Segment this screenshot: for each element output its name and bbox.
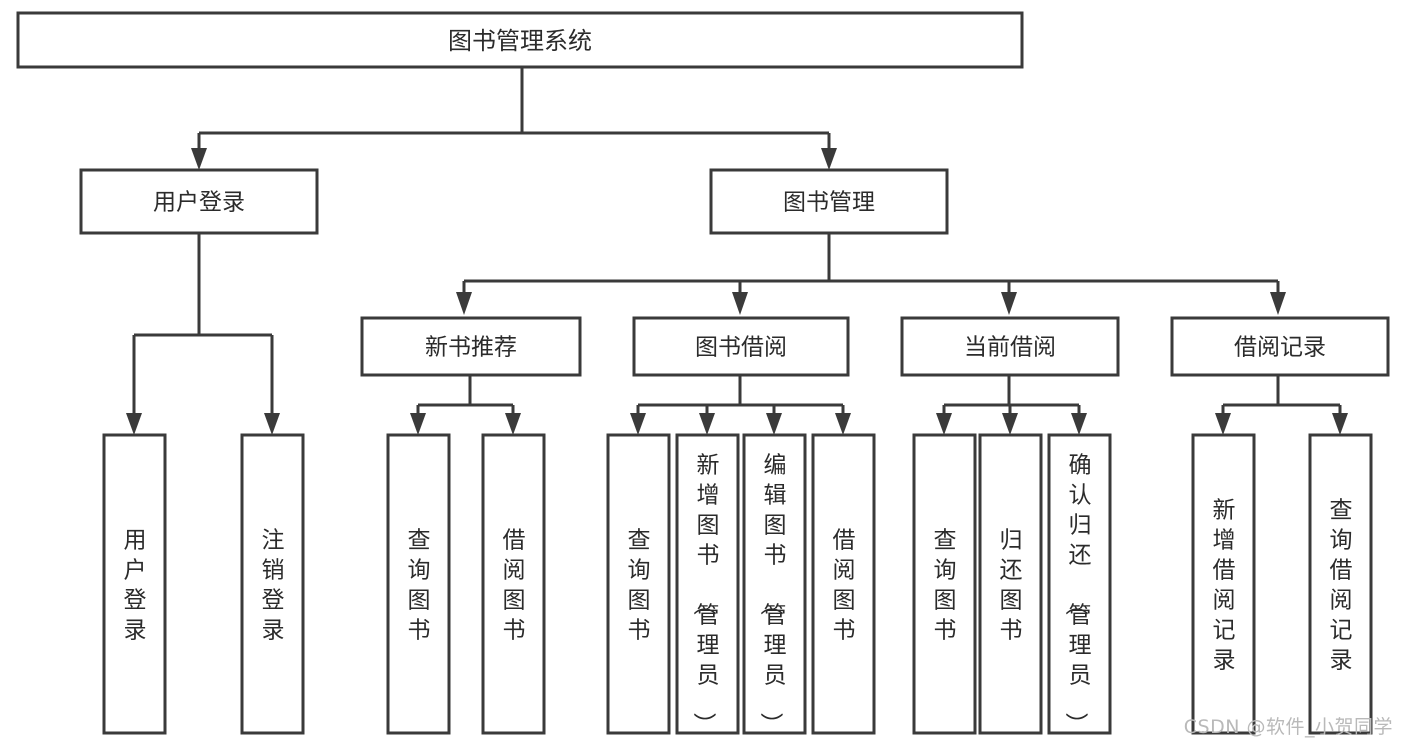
leaf-label-borrow-borrow-book: 借阅图书 — [833, 527, 856, 643]
arrowhead-book-borrow — [732, 292, 748, 315]
leaf-box-recommend-borrow-book[interactable] — [481, 433, 546, 735]
node-user-login[interactable]: 用户登录 — [79, 168, 319, 235]
arrowhead-current-leaf-1 — [936, 413, 952, 435]
new-book-recommend-label: 新书推荐 — [425, 335, 517, 361]
leaf-box-user-login[interactable] — [102, 433, 167, 735]
arrowhead-leaf-user-login — [126, 413, 142, 435]
leaf-node[interactable]: 借阅图书 — [811, 433, 876, 735]
leaf-node[interactable]: 查询图书 — [912, 433, 977, 735]
arrowhead-borrow-leaf-4 — [835, 413, 851, 435]
arrowhead-recommend-leaf-1 — [410, 413, 426, 435]
leaf-label-borrow-add-book: 新增图书（管理员） — [691, 452, 720, 735]
new-book-recommend-box[interactable] — [360, 316, 582, 377]
leaf-box-recommend-query-book[interactable] — [386, 433, 451, 735]
node-borrow-record[interactable]: 借阅记录 — [1170, 316, 1390, 377]
leaf-node[interactable]: 用户登录 — [102, 433, 167, 735]
arrowhead-current-leaf-3 — [1071, 413, 1087, 435]
arrowhead-current-borrow — [1001, 292, 1017, 315]
root-label: 图书管理系统 — [448, 27, 592, 55]
leaf-label-record-query-record: 查询借阅记录 — [1330, 497, 1353, 673]
leaf-node[interactable]: 注销登录 — [240, 433, 305, 735]
node-book-borrow[interactable]: 图书借阅 — [632, 316, 850, 377]
leaf-label-logout-login: 注销登录 — [262, 527, 285, 643]
leaf-label-borrow-query-book: 查询图书 — [628, 527, 651, 643]
leaf-node[interactable]: 编辑图书（管理员） — [742, 433, 807, 735]
leaf-node[interactable]: 查询图书 — [386, 433, 451, 735]
node-new-book-recommend[interactable]: 新书推荐 — [360, 316, 582, 377]
arrowhead-borrow-leaf-3 — [766, 413, 782, 435]
leaf-box-borrow-borrow-book[interactable] — [811, 433, 876, 735]
leaf-box-borrow-edit-book[interactable] — [742, 433, 807, 735]
node-book-manage[interactable]: 图书管理 — [709, 168, 949, 235]
leaf-label-recommend-borrow-book: 借阅图书 — [503, 527, 526, 643]
book-manage-label: 图书管理 — [783, 190, 875, 216]
leaf-box-record-query-record[interactable] — [1308, 433, 1373, 735]
arrowhead-borrow-record — [1270, 292, 1286, 315]
current-borrow-box[interactable] — [900, 316, 1120, 377]
leaf-label-current-return-book: 归还图书 — [1000, 527, 1023, 643]
borrow-record-box[interactable] — [1170, 316, 1390, 377]
book-borrow-label: 图书借阅 — [695, 335, 787, 361]
arrowhead-borrow-leaf-2 — [699, 413, 715, 435]
leaf-node[interactable]: 借阅图书 — [481, 433, 546, 735]
book-manage-box[interactable] — [709, 168, 949, 235]
borrow-record-label: 借阅记录 — [1234, 335, 1326, 361]
leaf-label-current-query-book: 查询图书 — [934, 527, 957, 643]
node-current-borrow[interactable]: 当前借阅 — [900, 316, 1120, 377]
leaf-node[interactable]: 归还图书 — [978, 433, 1043, 735]
leaf-box-borrow-query-book[interactable] — [606, 433, 671, 735]
arrowhead-recommend-leaf-2 — [505, 413, 521, 435]
node-root[interactable]: 图书管理系统 — [16, 11, 1024, 69]
arrowhead-record-leaf-1 — [1215, 413, 1231, 435]
user-login-box[interactable] — [79, 168, 319, 235]
leaf-label-record-add-record: 新增借阅记录 — [1213, 497, 1236, 673]
arrowhead-new-book-recommend — [456, 292, 472, 315]
connector-layer — [126, 67, 1348, 435]
leaf-label-recommend-query-book: 查询图书 — [408, 527, 431, 643]
book-borrow-box[interactable] — [632, 316, 850, 377]
leaf-label-borrow-edit-book: 编辑图书（管理员） — [758, 452, 787, 735]
arrowhead-leaf-logout-login — [264, 413, 280, 435]
arrowhead-borrow-leaf-1 — [630, 413, 646, 435]
leaf-box-borrow-add-book[interactable] — [675, 433, 740, 735]
root-box[interactable] — [16, 11, 1024, 69]
arrowhead-record-leaf-2 — [1332, 413, 1348, 435]
leaf-node[interactable]: 查询借阅记录 — [1308, 433, 1373, 735]
leaf-box-current-query-book[interactable] — [912, 433, 977, 735]
leaf-node[interactable]: 确认归还（管理员） — [1047, 433, 1112, 735]
leaf-label-current-confirm-return: 确认归还（管理员） — [1063, 452, 1092, 735]
leaf-box-logout-login[interactable] — [240, 433, 305, 735]
leaf-label-user-login: 用户登录 — [124, 527, 147, 643]
leaf-node[interactable]: 查询图书 — [606, 433, 671, 735]
leaf-box-record-add-record[interactable] — [1191, 433, 1256, 735]
arrowhead-current-leaf-2 — [1002, 413, 1018, 435]
leaf-node[interactable]: 新增借阅记录 — [1191, 433, 1256, 735]
arrowhead-book-manage — [821, 148, 837, 170]
leaf-box-current-confirm-return[interactable] — [1047, 433, 1112, 735]
user-login-label: 用户登录 — [153, 190, 245, 216]
csdn-watermark: CSDN @软件_小贺同学 — [1183, 716, 1393, 738]
leaf-box-current-return-book[interactable] — [978, 433, 1043, 735]
current-borrow-label: 当前借阅 — [964, 335, 1056, 361]
arrowhead-user-login — [191, 148, 207, 170]
leaf-node[interactable]: 新增图书（管理员） — [675, 433, 740, 735]
